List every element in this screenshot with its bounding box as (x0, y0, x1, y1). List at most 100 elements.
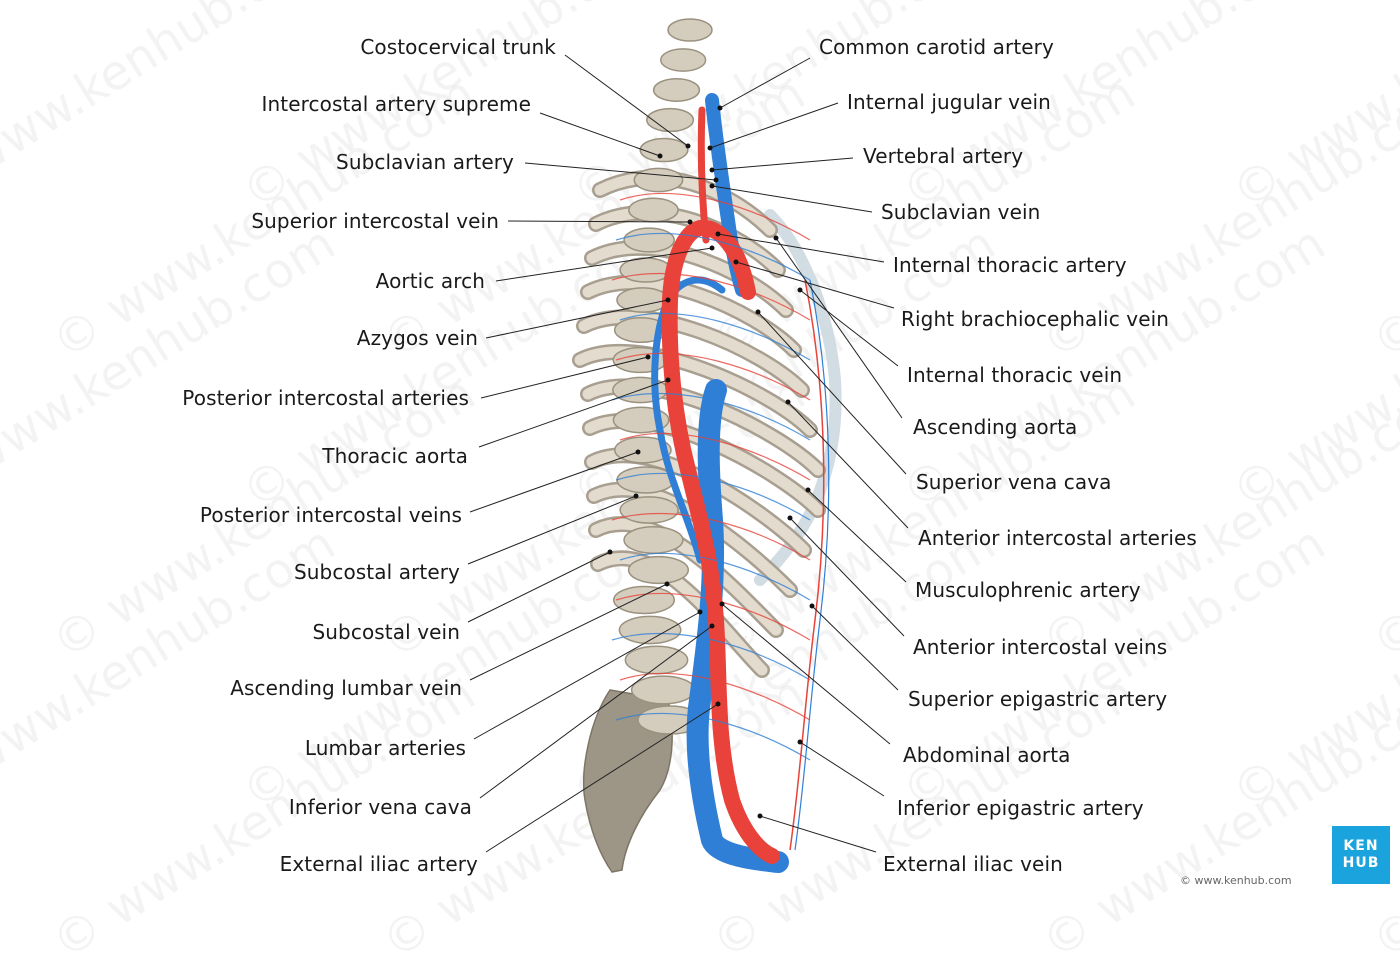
vertebra (623, 526, 684, 554)
leader-line (787, 401, 909, 529)
label-vertebral-artery: Vertebral artery (863, 144, 1024, 168)
label-right-brachiocephalic-vein: Right brachiocephalic vein (901, 307, 1170, 331)
leader-lines (467, 54, 909, 853)
leader-dot (757, 813, 763, 819)
rib-highlight (582, 277, 800, 356)
leader-dot (607, 549, 613, 555)
sacrum (582, 689, 673, 873)
leader-line (757, 311, 907, 475)
leader-dot (715, 701, 721, 707)
leader-line (469, 583, 668, 681)
leader-line (478, 379, 669, 448)
leader-line (524, 162, 717, 181)
leader-dot (773, 235, 779, 241)
leader-line (775, 237, 903, 419)
label-anterior-intercostal-arteries: Anterior intercostal arteries (918, 526, 1197, 550)
vertebra (614, 436, 672, 464)
leader-dot (633, 493, 639, 499)
vertebra (623, 227, 675, 253)
leader-line (799, 289, 899, 367)
intercostal-vessel (619, 673, 811, 721)
vertebra (618, 615, 682, 645)
intercostal-vessel (611, 633, 811, 681)
label-aortic-arch: Aortic arch (375, 269, 485, 293)
vertebra (667, 18, 713, 42)
leader-line (485, 703, 719, 853)
leader-dot (665, 377, 671, 383)
leader-dot (733, 259, 739, 265)
vertebra (628, 197, 679, 223)
leader-line (717, 233, 885, 263)
torso-illustration (467, 18, 909, 873)
leader-dot (687, 219, 693, 225)
leader-dot (685, 143, 691, 149)
leader-line (709, 102, 839, 149)
label-subclavian-artery: Subclavian artery (336, 150, 514, 174)
leader-line (485, 299, 669, 339)
label-subcostal-artery: Subcostal artery (293, 560, 460, 584)
intercostal-vessel (611, 393, 811, 441)
vertebral-column (612, 18, 713, 735)
intercostal-vessel (619, 193, 811, 241)
leader-dot (797, 739, 803, 745)
vertebra (633, 167, 684, 193)
leader-dot (805, 487, 811, 493)
leader-line (759, 815, 877, 853)
kenhub-logo: KEN HUB (1332, 826, 1390, 884)
leader-line (789, 517, 905, 637)
vertebra (616, 466, 675, 494)
vertebra (639, 137, 689, 163)
intercostal-vessel (619, 433, 811, 481)
leader-dot (709, 245, 715, 251)
leader-line (539, 112, 661, 157)
leader-line (479, 625, 713, 799)
aorta-vessel (661, 219, 780, 864)
leader-line (711, 185, 873, 213)
carotid-vessel (697, 106, 710, 244)
intercostal-vessel (615, 353, 811, 401)
label-musculophrenic-artery: Musculophrenic artery (915, 578, 1141, 602)
vena-cava-vessel (686, 379, 789, 873)
label-internal-jugular-vein: Internal jugular vein (847, 90, 1051, 114)
leader-line (473, 611, 701, 740)
leader-line (467, 495, 637, 565)
vertebra (627, 555, 690, 585)
leader-dot (707, 145, 713, 151)
label-superior-intercostal-vein: Superior intercostal vein (251, 209, 499, 233)
label-inferior-epigastric-artery: Inferior epigastric artery (897, 796, 1144, 820)
leader-line (495, 247, 713, 282)
intercostal-vessel (619, 313, 811, 361)
label-lumbar-arteries: Lumbar arteries (304, 736, 466, 760)
label-subcostal-vein: Subcostal vein (312, 620, 460, 644)
label-ascending-aorta: Ascending aorta (913, 415, 1078, 439)
logo-bottom-text: HUB (1342, 855, 1380, 871)
leader-dot (715, 231, 721, 237)
leader-dot (709, 183, 715, 189)
leader-dot (645, 354, 651, 360)
rib-highlight (578, 311, 808, 396)
label-external-iliac-vein: External iliac vein (883, 852, 1063, 876)
leader-dot (755, 309, 761, 315)
label-common-carotid-artery: Common carotid artery (819, 35, 1054, 59)
rib-highlight (574, 346, 816, 436)
rib-highlight (592, 552, 768, 676)
rib-highlight (594, 172, 776, 236)
leader-line (480, 356, 649, 399)
label-superior-vena-cava: Superior vena cava (916, 470, 1112, 494)
leader-line (811, 605, 899, 691)
leader-dot (709, 167, 715, 173)
site-url: © www.kenhub.com (1180, 874, 1292, 887)
rib-highlight (586, 242, 792, 316)
label-abdominal-aorta: Abdominal aorta (903, 743, 1071, 767)
leader-line (719, 57, 811, 109)
leader-line (735, 261, 895, 309)
leader-dot (797, 287, 803, 293)
intercostal-vessel (615, 233, 811, 281)
intercostal-vessel (619, 553, 811, 601)
intercostal-vessel (611, 513, 811, 561)
label-superior-epigastric-artery: Superior epigastric artery (908, 687, 1168, 711)
intercostal-vessel (615, 473, 811, 521)
label-thoracic-aorta: Thoracic aorta (322, 444, 468, 468)
leader-dot (709, 623, 715, 629)
rib (588, 516, 784, 638)
